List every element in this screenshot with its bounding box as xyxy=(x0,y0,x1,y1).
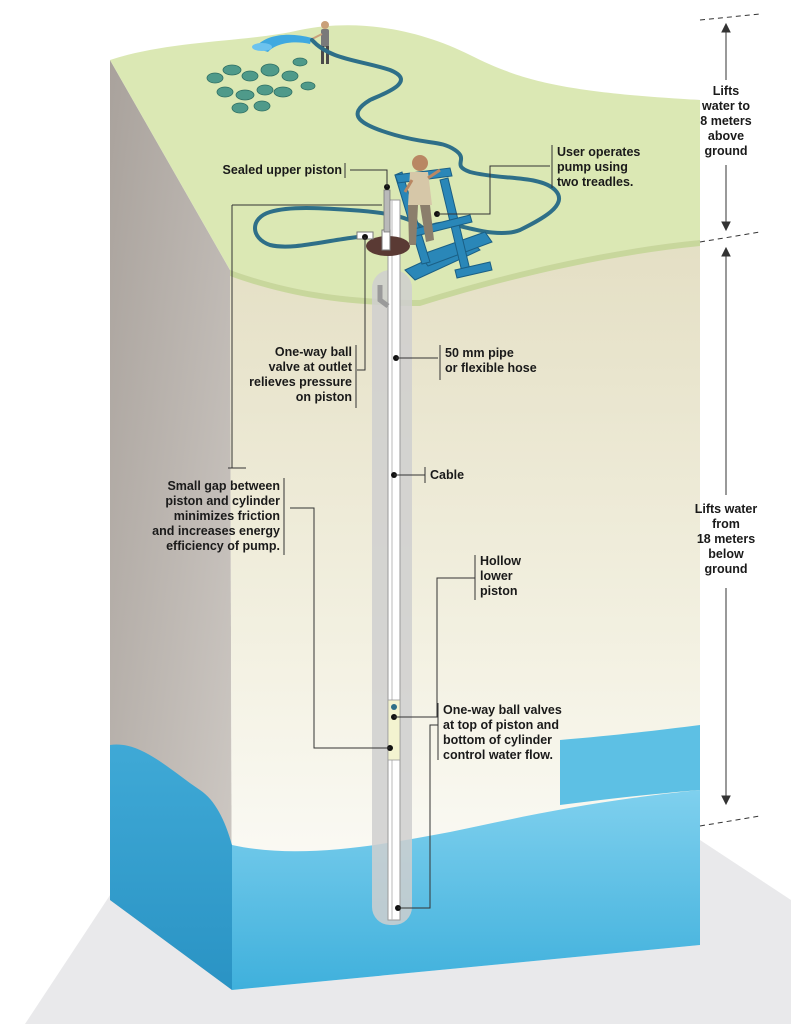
label-lift-below: Lifts water from 18 meters below ground xyxy=(694,502,758,576)
soil-front-face xyxy=(230,240,700,990)
leader-lines xyxy=(228,145,553,909)
label-pipe: 50 mm pipe or flexible hose xyxy=(445,346,537,375)
piston-ball-valve xyxy=(391,704,397,710)
shrubs xyxy=(206,57,316,114)
treadle-pump-frame xyxy=(394,167,493,281)
label-lift-above: Lifts water to 8 meters above ground xyxy=(700,84,752,158)
upper-piston-rod xyxy=(383,189,391,233)
groundwater-left xyxy=(110,744,232,990)
label-small-gap: Small gap between piston and cylinder mi… xyxy=(152,479,280,553)
hollow-lower-piston xyxy=(387,699,401,761)
dimension-arrows xyxy=(721,22,731,806)
standing-person xyxy=(311,21,329,64)
label-ball-valves: One-way ball valves at top of piston and… xyxy=(443,703,562,762)
label-cable: Cable xyxy=(430,468,465,482)
pipe xyxy=(387,199,401,921)
water-spray-splash xyxy=(252,43,272,51)
groundwater-front xyxy=(232,790,700,990)
dimension-ticks xyxy=(699,13,761,827)
outlet-pipe xyxy=(377,285,390,308)
grass-surface xyxy=(110,25,700,300)
outlet-valve-body xyxy=(381,229,391,251)
label-user-operates: User operates pump using two treadles. xyxy=(557,145,641,189)
hose xyxy=(253,38,561,249)
groundwater-right xyxy=(560,725,700,805)
label-sealed-upper-piston: Sealed upper piston xyxy=(222,163,342,177)
operator-person xyxy=(403,155,441,245)
label-outlet-valve: One-way ball valve at outlet relieves pr… xyxy=(249,345,352,404)
label-hollow-piston: Hollow lower piston xyxy=(480,554,521,598)
grass-edge xyxy=(230,240,700,306)
